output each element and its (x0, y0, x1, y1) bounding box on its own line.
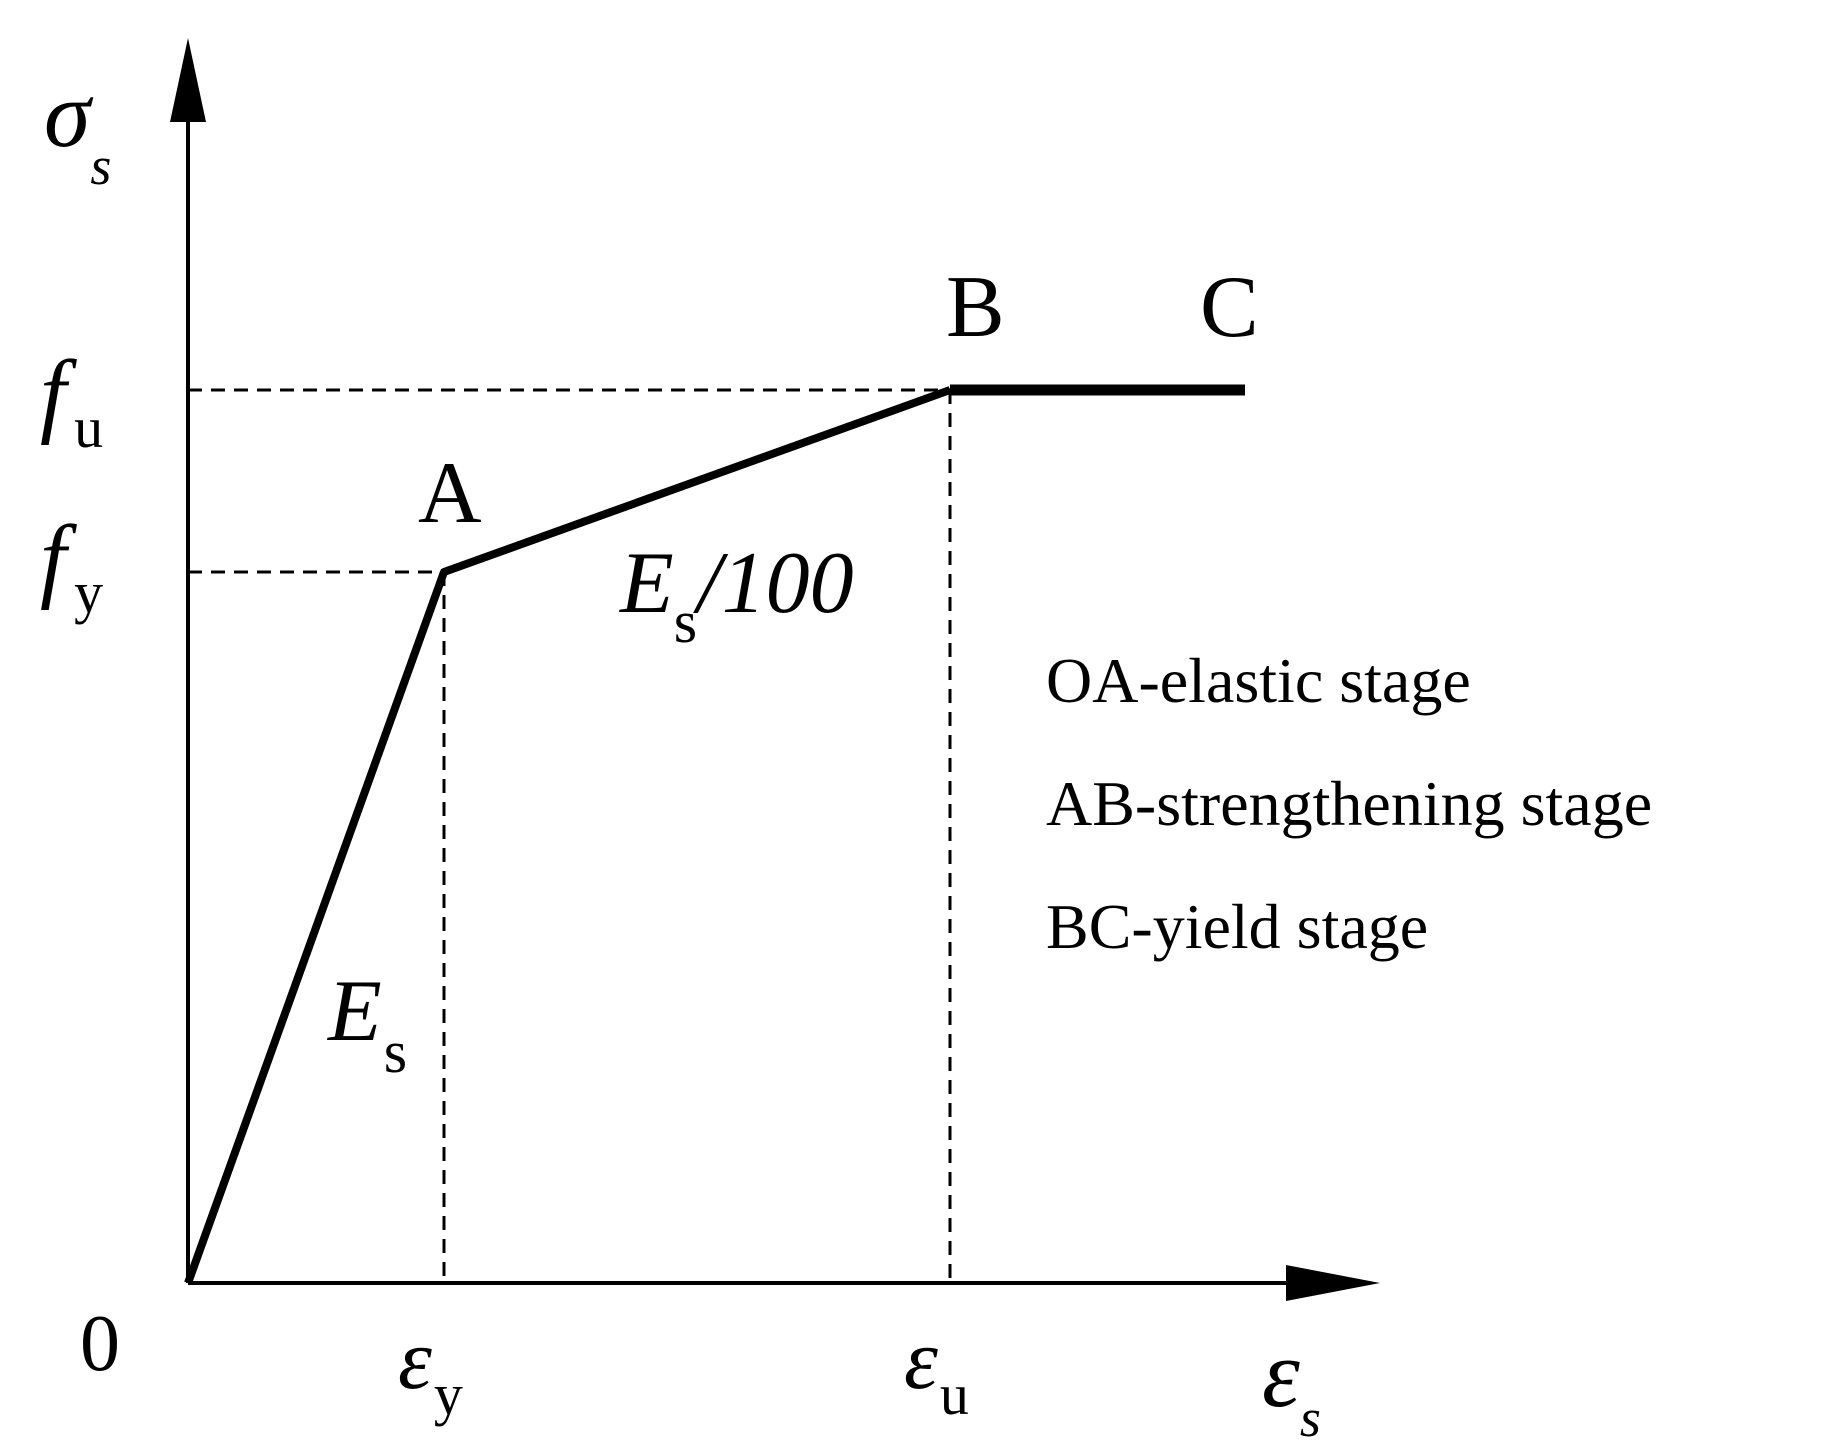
fu-symbol: f (40, 342, 77, 446)
hardening-slope-symbol: E (618, 535, 674, 632)
epsilon-u-tick-label: εu (904, 1311, 969, 1427)
hardening-slope-subscript: s (674, 589, 697, 655)
legend-ab: AB-strengthening stage (1046, 768, 1652, 839)
x-axis-subscript: s (1300, 1388, 1321, 1448)
x-axis-label: εs (1262, 1320, 1321, 1448)
fy-subscript: y (74, 560, 103, 625)
x-axis-arrowhead (1286, 1265, 1380, 1301)
legend-oa: OA-elastic stage (1046, 645, 1471, 716)
curve-oa-ab (184, 386, 952, 1285)
y-axis-subscript: s (90, 136, 111, 196)
elastic-slope-symbol: E (326, 963, 382, 1060)
hardening-slope-label: Es/100 (618, 535, 854, 655)
fu-subscript: u (74, 395, 103, 460)
epsilon-y-symbol: ε (398, 1311, 432, 1407)
y-axis-label: σs (44, 63, 111, 196)
y-axis-arrowhead (170, 38, 206, 122)
fy-symbol: f (40, 507, 77, 611)
epsilon-u-symbol: ε (904, 1311, 938, 1407)
point-c-label: C (1200, 259, 1259, 356)
hardening-slope-suffix: /100 (692, 535, 853, 632)
x-axis-symbol: ε (1262, 1320, 1300, 1427)
epsilon-y-tick-label: εy (398, 1311, 463, 1427)
elastic-slope-subscript: s (384, 1019, 407, 1085)
origin-label: 0 (80, 1300, 120, 1388)
point-a-label: A (418, 445, 482, 542)
legend-bc: BC-yield stage (1046, 891, 1428, 962)
epsilon-u-subscript: u (940, 1362, 969, 1427)
epsilon-y-subscript: y (434, 1362, 463, 1427)
point-b-label: B (946, 259, 1005, 356)
elastic-slope-label: Es (326, 963, 407, 1085)
y-axis-symbol: σ (44, 63, 94, 167)
